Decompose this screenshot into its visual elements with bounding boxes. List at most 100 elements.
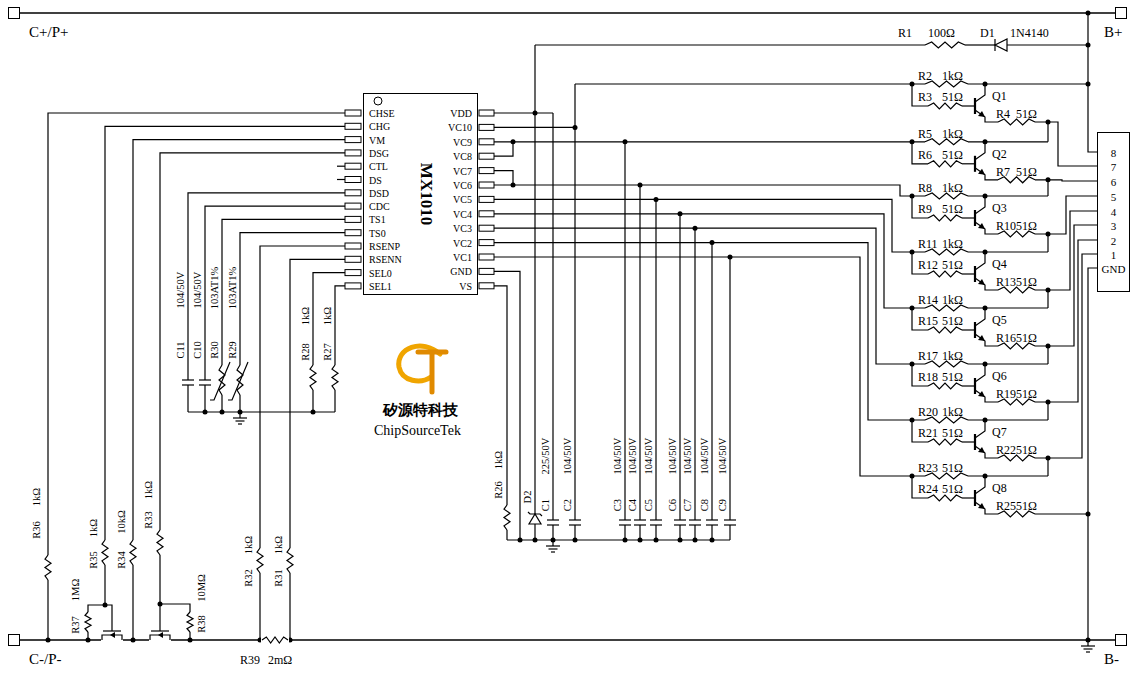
wire [494, 257, 925, 476]
part-value: 103AT1% [210, 267, 221, 310]
wire [965, 44, 995, 45]
transistor-symbol [975, 334, 998, 346]
terminal-square: B- [1115, 634, 1127, 646]
part-ref: R18 [918, 371, 938, 383]
part-ref: R27 [323, 343, 334, 361]
pin-name: VC8 [453, 152, 472, 162]
part-value: 1N4140 [1010, 27, 1049, 39]
transistor-symbol [975, 364, 985, 382]
transistor-symbol [975, 110, 998, 122]
part-ref: Q1 [992, 90, 1007, 102]
junction-dot [188, 638, 193, 643]
wire [204, 385, 205, 412]
part-ref: R34 [117, 551, 128, 569]
wire [679, 214, 680, 520]
wire [494, 142, 513, 156]
mosfet-arrow [110, 632, 115, 638]
wire [968, 363, 1048, 364]
part-ref: Q7 [992, 426, 1007, 438]
transistor-symbol [975, 420, 985, 438]
part-ref: R29 [228, 341, 239, 359]
pin-name: VC10 [448, 123, 472, 133]
wire [1088, 268, 1097, 640]
capacitor-symbol [619, 519, 631, 520]
wire [88, 605, 112, 631]
part-ref: R23 [918, 462, 938, 474]
transistor-symbol [975, 502, 998, 514]
logo-text: ChipSourceTek [374, 424, 461, 438]
pin-tab [479, 110, 494, 116]
wire [132, 565, 133, 640]
wire [312, 390, 313, 412]
part-value: 1kΩ [942, 406, 963, 418]
pin-tab [479, 168, 494, 174]
part-ref: C8 [699, 499, 710, 511]
pin-name: VC7 [453, 167, 472, 177]
transistor-symbol [975, 476, 985, 494]
thermistor-mark [228, 362, 248, 400]
pin-name: VM [369, 136, 385, 146]
pin-name: VC1 [453, 253, 472, 263]
junction-dot [1046, 400, 1051, 405]
wire [337, 179, 345, 180]
pin-tab [479, 153, 494, 159]
wire [962, 385, 975, 386]
wire [1035, 513, 1088, 514]
wire [968, 419, 1048, 420]
part-value: 1kΩ [942, 128, 963, 140]
resistor-symbol [257, 548, 263, 573]
node-label: C-/P- [29, 652, 62, 667]
wire [313, 273, 345, 365]
junction-dot [203, 410, 208, 415]
part-value: 104/50V [612, 438, 623, 475]
node-label: B- [1104, 652, 1119, 667]
pin-name: DSD [369, 189, 389, 199]
wire [962, 273, 975, 274]
chip-name: MX1010 [418, 163, 435, 225]
part-ref: R16 [996, 332, 1016, 344]
wire [290, 259, 345, 548]
pin-number: 1 [1098, 250, 1129, 261]
part-value: 51Ω [942, 203, 963, 215]
junction-dot [1046, 456, 1051, 461]
part-value: 100Ω [928, 27, 955, 39]
terminal-square: B+ [1115, 7, 1127, 19]
wire [187, 385, 188, 412]
transistor-symbol [975, 278, 998, 290]
wire [1007, 44, 1088, 45]
part-value: 104/50V [643, 438, 654, 475]
capacitor-symbol [689, 519, 701, 520]
part-ref: R12 [918, 259, 938, 271]
pin-name: SEL1 [369, 282, 392, 292]
wire [1047, 290, 1048, 308]
pin-name: CHG [369, 122, 390, 132]
logo-text-cn: 矽源特科技 [383, 403, 458, 418]
pin-name: VC4 [453, 210, 472, 220]
resistor-symbol [102, 540, 108, 565]
part-ref: C3 [612, 499, 623, 511]
pin-number: 2 [1098, 236, 1129, 247]
wire [1047, 402, 1048, 420]
zener-symbol [528, 512, 542, 516]
terminal-square: C+/P+ [8, 7, 20, 19]
transistor-arrow [978, 335, 985, 341]
part-value: 104/50V [627, 438, 638, 475]
part-value: 51Ω [942, 371, 963, 383]
junction-dot [1046, 232, 1051, 237]
part-ref: R37 [71, 616, 82, 634]
part-value: 1kΩ [301, 307, 312, 325]
part-ref: R20 [918, 406, 938, 418]
transistor-arrow [978, 391, 985, 397]
transistor-symbol [975, 84, 985, 102]
node-label: C+/P+ [29, 25, 68, 40]
diode-symbol [995, 39, 1007, 51]
wire [48, 113, 345, 555]
part-value: 1kΩ [274, 536, 285, 554]
junction-dot [86, 638, 91, 643]
part-value: 1kΩ [244, 536, 255, 554]
resistor-symbol [504, 505, 510, 530]
part-ref: R9 [918, 203, 932, 215]
capacitor-symbol [569, 519, 581, 520]
wire [1047, 122, 1048, 142]
